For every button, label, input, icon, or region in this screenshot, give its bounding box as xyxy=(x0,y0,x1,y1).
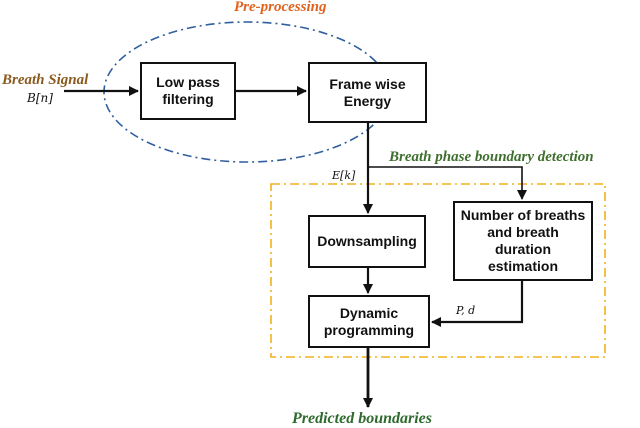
frame-energy-line-1: Frame wise xyxy=(329,75,406,92)
breath-signal-label: Breath Signal xyxy=(2,72,89,88)
dynamic-programming-box: Dynamic programming xyxy=(308,295,430,348)
detection-region-label: Breath phase boundary detection xyxy=(389,149,594,165)
estimation-box: Number of breaths and breath duration es… xyxy=(453,201,593,281)
downsampling-label: Downsampling xyxy=(317,233,417,249)
low-pass-line-2: filtering xyxy=(162,91,214,107)
energy-to-estimation-arrow xyxy=(368,166,527,200)
estimation-to-dp-arrow xyxy=(431,281,524,327)
low-pass-filtering-box: Low pass filtering xyxy=(140,62,236,120)
input-signal-symbol: B[n] xyxy=(27,91,53,105)
estimation-line-2: and breath xyxy=(487,224,559,240)
dp-line-1: Dynamic xyxy=(339,304,399,321)
energy-signal-symbol: E[k] xyxy=(332,169,356,182)
low-pass-line-1: Low pass xyxy=(156,74,220,90)
frame-wise-energy-box: Frame wise Energy xyxy=(308,62,427,123)
frame-energy-line-2: Energy xyxy=(343,92,392,109)
estimation-params-symbol: P, d xyxy=(456,304,476,317)
estimation-line-1: Number of breaths xyxy=(460,207,586,223)
estimation-line-4: estimation xyxy=(487,258,558,274)
output-label: Predicted boundaries xyxy=(292,410,432,427)
detection-region-outline xyxy=(270,183,606,358)
estimation-line-3: duration xyxy=(495,241,551,257)
dp-line-2: programming xyxy=(323,321,415,338)
pre-processing-label: Pre-processing xyxy=(234,0,327,15)
downsampling-box: Downsampling xyxy=(308,215,426,268)
